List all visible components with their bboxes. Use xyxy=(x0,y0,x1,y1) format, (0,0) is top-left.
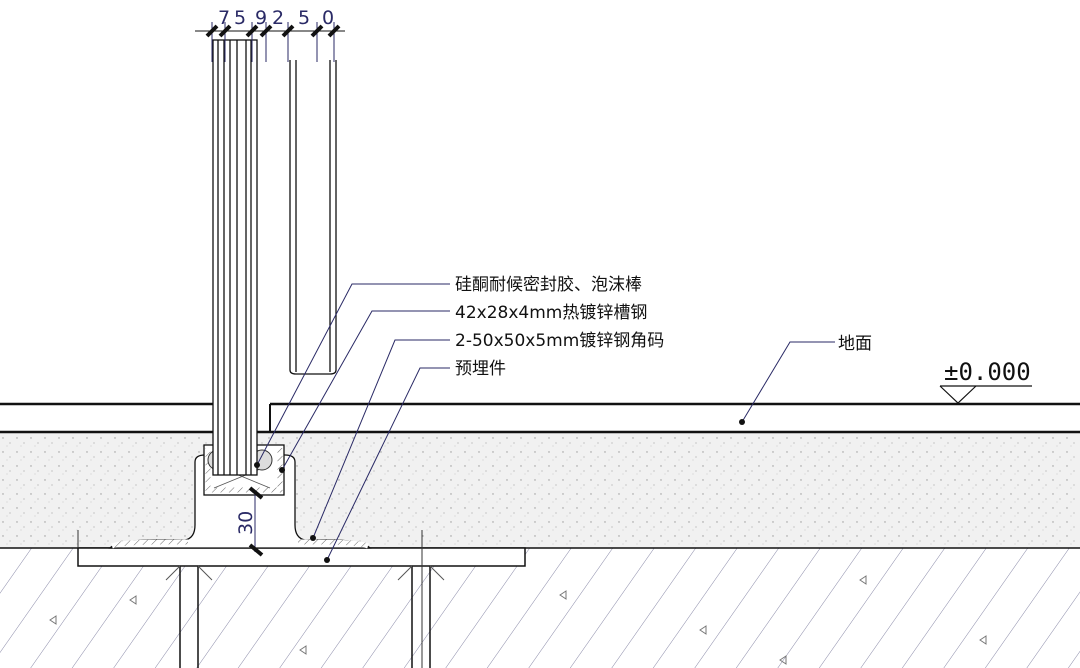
concrete-layer xyxy=(0,432,1080,548)
dim-30: 30 xyxy=(235,511,257,535)
vertical-dimension xyxy=(248,486,264,557)
embedded-plate xyxy=(77,547,526,567)
label-embedded-part: 预埋件 xyxy=(455,359,506,379)
label-channel-steel: 42x28x4mm热镀锌槽钢 xyxy=(455,303,647,323)
label-ground: 地面 xyxy=(838,334,872,354)
label-angle-bracket: 2-50x50x5mm镀锌钢角码 xyxy=(455,331,664,351)
label-sealant: 硅酮耐候密封胶、泡沫棒 xyxy=(455,275,642,295)
dim-1: 7 xyxy=(218,7,230,29)
dim-5: 5 xyxy=(298,7,310,29)
top-dimension xyxy=(195,22,345,62)
elevation-label: ±0.000 xyxy=(944,358,1031,386)
floor-finish-outline xyxy=(0,402,1080,434)
dim-6: 0 xyxy=(322,7,334,29)
glass-panel xyxy=(212,39,258,476)
leader-lines xyxy=(256,283,835,561)
dim-4: 2 xyxy=(272,7,284,29)
dim-3: 9 xyxy=(255,7,267,29)
anchor-bars xyxy=(179,566,431,668)
door-panel xyxy=(289,60,337,375)
aggregate-triangles xyxy=(49,575,987,665)
elevation-symbol xyxy=(939,385,1032,404)
dim-2: 5 xyxy=(234,7,246,29)
floor-finish xyxy=(0,404,1080,432)
